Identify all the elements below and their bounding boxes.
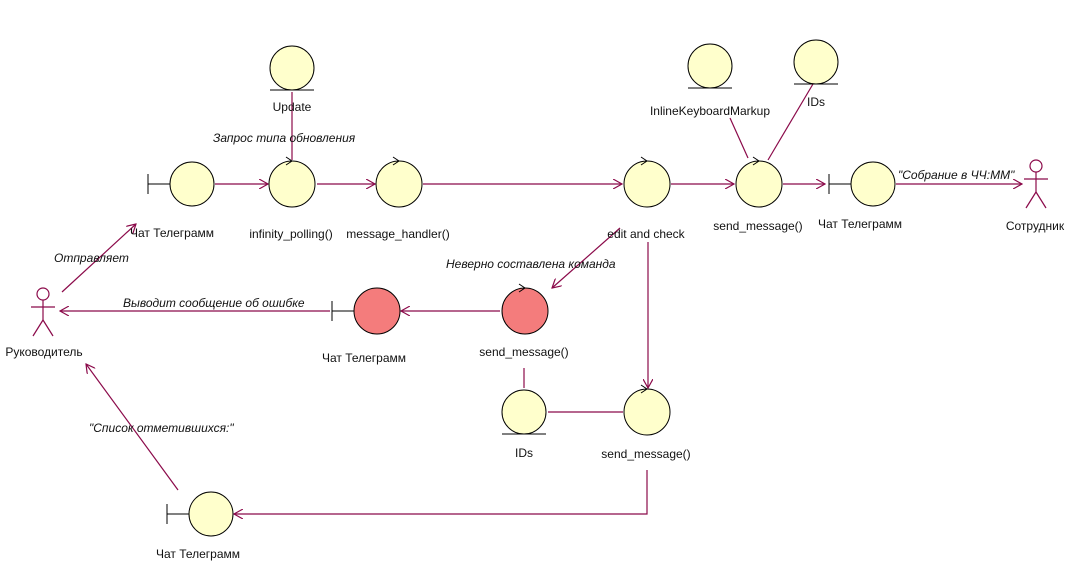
message-meeting-at: "Собрание в ЧЧ:ММ" bbox=[898, 168, 1015, 182]
label-chat-error: Чат Телеграмм bbox=[322, 351, 406, 365]
label-update: Update bbox=[273, 100, 312, 114]
label-infinity-polling: infinity_polling() bbox=[249, 227, 332, 241]
boundary-chat-top-right bbox=[828, 161, 896, 207]
label-chat-top-right: Чат Телеграмм bbox=[818, 217, 902, 231]
boundary-chat-top-left bbox=[147, 161, 215, 207]
label-message-handler: message_handler() bbox=[346, 227, 449, 241]
label-edit-check: edit and check bbox=[607, 227, 685, 241]
actor-employee-icon bbox=[1024, 159, 1048, 209]
entity-inline-keyboard bbox=[687, 43, 733, 89]
control-infinity-polling bbox=[268, 156, 316, 208]
label-send-message-bottom: send_message() bbox=[601, 447, 690, 461]
boundary-chat-error bbox=[331, 287, 401, 335]
label-ids-bottom: IDs bbox=[515, 446, 533, 460]
label-chat-top-left: Чат Телеграмм bbox=[130, 226, 214, 240]
label-ids-top: IDs bbox=[807, 95, 825, 109]
label-send-message-top: send_message() bbox=[713, 219, 802, 233]
label-inline-keyboard: InlineKeyboardMarkup bbox=[650, 104, 770, 118]
label-actor-manager: Руководитель bbox=[5, 345, 82, 359]
boundary-chat-bottom bbox=[166, 491, 234, 537]
link-manager-to-chat bbox=[61, 224, 136, 293]
message-invalid-command: Неверно составлена команда bbox=[446, 257, 616, 271]
label-actor-employee: Сотрудник bbox=[1006, 219, 1065, 233]
control-edit-check bbox=[623, 156, 671, 208]
message-update-type-request: Запрос типа обновления bbox=[213, 131, 356, 145]
control-message-handler bbox=[375, 156, 423, 208]
entity-ids-top bbox=[793, 39, 839, 85]
label-send-message-error: send_message() bbox=[479, 345, 568, 359]
control-send-message-error bbox=[501, 283, 549, 335]
entity-ids-bottom bbox=[501, 389, 547, 435]
control-send-message-top bbox=[735, 156, 783, 208]
link-bottom-send-to-chat bbox=[234, 470, 648, 514]
actor-manager-icon bbox=[31, 287, 55, 337]
label-chat-bottom: Чат Телеграмм bbox=[156, 547, 240, 561]
control-send-message-bottom bbox=[623, 384, 671, 436]
message-sends: Отправляет bbox=[54, 251, 129, 265]
link-ids-send bbox=[767, 83, 814, 161]
link-bottom-chat-to-manager bbox=[86, 364, 179, 491]
message-error-output: Выводит сообщение об ошибке bbox=[123, 296, 305, 310]
link-keyboard-send bbox=[729, 117, 749, 159]
entity-update bbox=[269, 45, 315, 91]
message-attendees-list: "Список отметившихся:" bbox=[89, 421, 234, 435]
link-editcheck-to-error-send bbox=[552, 227, 621, 288]
